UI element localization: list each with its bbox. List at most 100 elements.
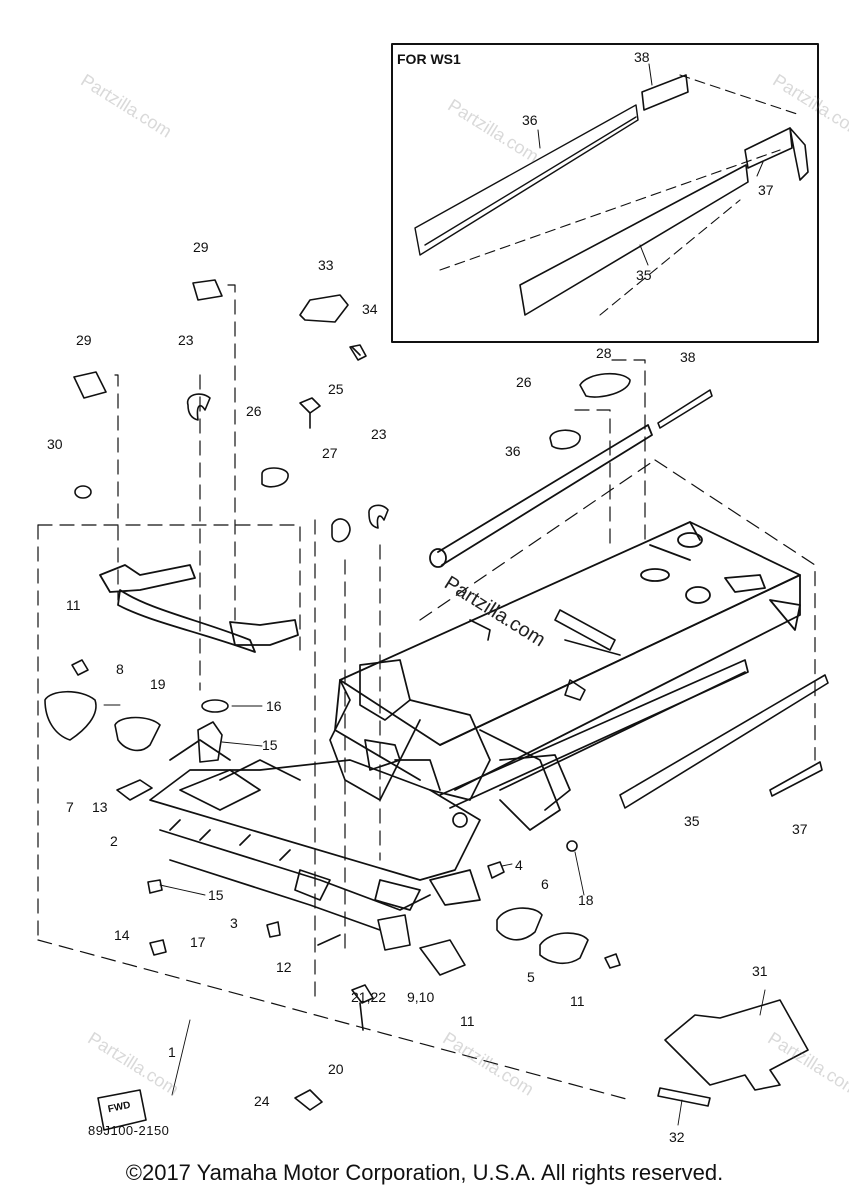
label-15-bottom: 15 <box>208 887 224 903</box>
label-38: 38 <box>680 349 696 365</box>
strip-38 <box>657 389 713 429</box>
label-26-left: 26 <box>246 403 262 419</box>
label-5: 5 <box>527 969 535 985</box>
label-25: 25 <box>328 381 344 397</box>
part-17-15 <box>147 879 163 894</box>
label-30: 30 <box>47 436 63 452</box>
label-11-right: 11 <box>570 993 585 1009</box>
label-8: 8 <box>116 661 124 677</box>
part-9-10 <box>419 939 466 976</box>
part-14 <box>149 939 167 956</box>
part-34 <box>349 344 367 361</box>
rail-35 <box>619 674 829 809</box>
mat-31 <box>664 999 809 1091</box>
label-11-left: 11 <box>66 597 81 613</box>
leader-lines <box>103 704 766 1126</box>
part-30 <box>74 485 92 499</box>
dashed-outline <box>37 284 816 1101</box>
label-31: 31 <box>752 963 768 979</box>
label-37-inset: 37 <box>758 182 774 198</box>
part-26-right <box>549 429 581 450</box>
upper-rail <box>469 609 621 701</box>
part-28 <box>579 372 631 398</box>
label-7: 7 <box>66 799 74 815</box>
part-7 <box>44 690 97 741</box>
part-8 <box>114 716 161 752</box>
label-6: 6 <box>541 876 549 892</box>
label-15-top: 15 <box>262 737 278 753</box>
side-rail <box>439 659 749 809</box>
label-36: 36 <box>505 443 521 459</box>
label-35: 35 <box>684 813 700 829</box>
label-17: 17 <box>190 934 206 950</box>
label-9-10: 9,10 <box>407 989 435 1005</box>
inset-rail-35 <box>519 127 809 316</box>
front-frame <box>149 659 571 931</box>
label-36-inset: 36 <box>522 112 538 128</box>
part-13 <box>116 779 153 801</box>
part-29-left <box>73 371 107 399</box>
part-6 <box>496 907 543 941</box>
label-37: 37 <box>792 821 808 837</box>
part-27 <box>331 518 351 543</box>
copyright-notice: ©2017 Yamaha Motor Corporation, U.S.A. A… <box>125 1160 724 1185</box>
part-25 <box>299 397 321 429</box>
part-26-left <box>261 467 289 488</box>
part-23-mid <box>368 504 389 529</box>
part-3 <box>266 921 281 938</box>
label-35-inset: 35 <box>636 267 652 283</box>
part-29-top <box>192 279 223 301</box>
part-12 <box>317 934 341 946</box>
label-33: 33 <box>318 257 334 273</box>
inset-title: FOR WS1 <box>397 51 461 67</box>
label-12: 12 <box>276 959 292 975</box>
strip-32 <box>657 1087 711 1107</box>
inset-rail-36 <box>414 104 639 256</box>
part-15-top <box>197 721 223 763</box>
part-33 <box>299 294 349 323</box>
part-24 <box>294 1089 323 1111</box>
label-29-top: 29 <box>193 239 209 255</box>
label-34: 34 <box>362 301 378 317</box>
label-2: 2 <box>110 833 118 849</box>
label-4: 4 <box>515 857 523 873</box>
label-19: 19 <box>150 676 166 692</box>
label-38-inset: 38 <box>634 49 650 65</box>
part-23-left <box>186 393 211 421</box>
label-28: 28 <box>596 345 612 361</box>
label-16: 16 <box>266 698 282 714</box>
inset-strip-38 <box>641 74 689 111</box>
part-21-22 <box>377 914 411 951</box>
label-13: 13 <box>92 799 108 815</box>
label-1: 1 <box>168 1044 176 1060</box>
label-32: 32 <box>669 1129 685 1145</box>
inset-frame-dashed <box>439 74 801 316</box>
label-24: 24 <box>254 1093 270 1109</box>
part-20 <box>351 984 374 1031</box>
part-11-left <box>71 659 89 676</box>
label-18: 18 <box>578 892 594 908</box>
drawing-code: 89J100-2150 <box>88 1123 170 1138</box>
label-23-left: 23 <box>178 332 194 348</box>
label-27: 27 <box>322 445 338 461</box>
part-11-right <box>604 953 621 969</box>
rail-36 <box>429 424 653 568</box>
part-4 <box>487 861 505 879</box>
handle-bar-19 <box>99 564 299 653</box>
strip-37 <box>769 761 823 797</box>
inset-box <box>391 43 819 343</box>
label-26-right: 26 <box>516 374 532 390</box>
part-5 <box>539 932 589 965</box>
label-29-left: 29 <box>76 332 92 348</box>
label-23-mid: 23 <box>371 426 387 442</box>
label-20: 20 <box>328 1061 344 1077</box>
part-16 <box>201 699 229 713</box>
label-21-22: 21,22 <box>351 989 387 1005</box>
label-11-bottom: 11 <box>460 1013 475 1029</box>
part-18 <box>566 840 578 852</box>
fwd-decal <box>97 1089 147 1131</box>
label-3: 3 <box>230 915 238 931</box>
label-14: 14 <box>114 927 130 943</box>
